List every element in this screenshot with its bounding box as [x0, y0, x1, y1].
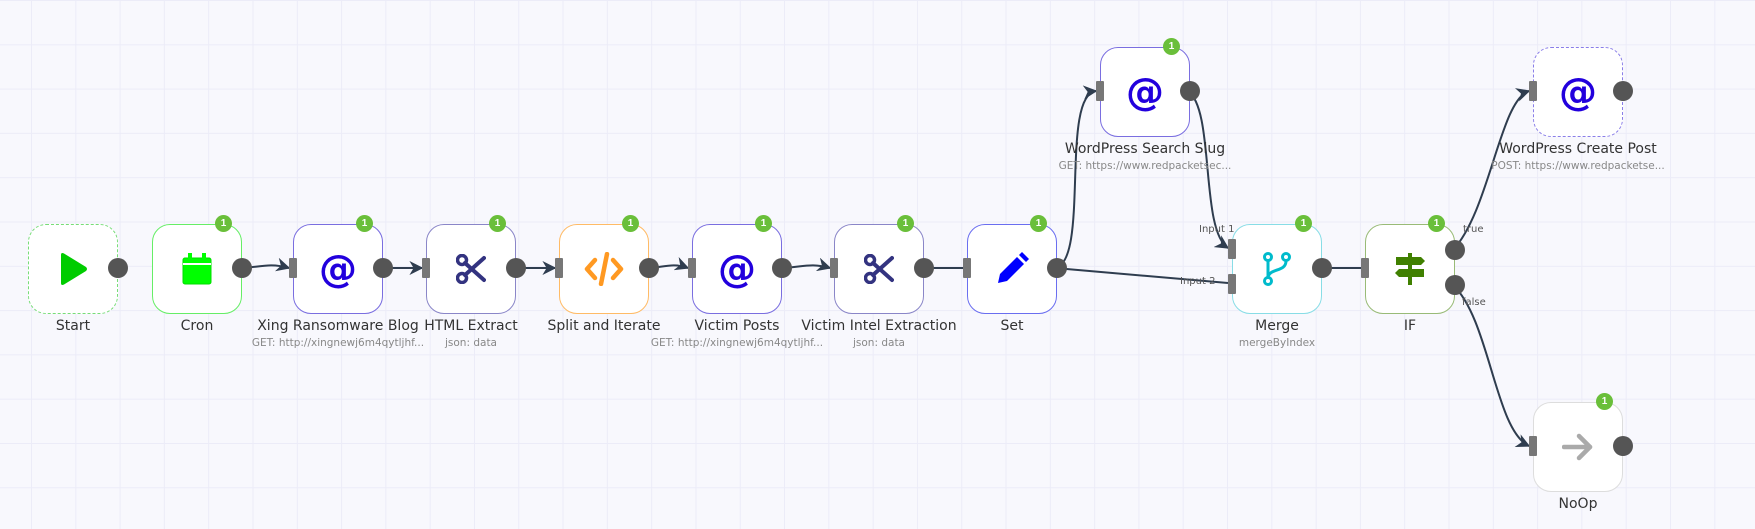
execution-count-badge: 1 [1295, 215, 1312, 232]
node-title: WordPress Create Post [1499, 141, 1657, 157]
execution-count-badge: 1 [489, 215, 506, 232]
output-port[interactable] [914, 258, 934, 278]
node-title: Set [1000, 318, 1024, 334]
execution-count-badge: 1 [356, 215, 373, 232]
input-port-2[interactable] [1228, 274, 1236, 294]
input-port[interactable] [830, 258, 838, 278]
execution-count-badge: 1 [622, 215, 639, 232]
input-port[interactable] [1361, 258, 1369, 278]
input-port[interactable] [422, 258, 430, 278]
node-subtitle: json: data [445, 337, 497, 349]
input-port[interactable] [1096, 81, 1104, 101]
node-noop[interactable]: 1 NoOp [1529, 393, 1633, 512]
signpost-icon [1390, 249, 1430, 289]
node-victim-posts[interactable]: @ 1 Victim Posts GET: http://xingnewj6m4… [651, 215, 823, 349]
merge-icon [1257, 249, 1297, 289]
execution-count-badge: 1 [1163, 38, 1180, 55]
node-subtitle: POST: https://www.redpacketse... [1491, 160, 1665, 172]
input-port[interactable] [1529, 436, 1537, 456]
input-port[interactable] [1529, 81, 1537, 101]
scissors-icon [451, 249, 491, 289]
true-label: true [1463, 224, 1484, 235]
input-port[interactable] [688, 258, 696, 278]
node-start[interactable]: Start [28, 224, 128, 334]
code-icon [584, 249, 624, 289]
node-subtitle: GET: https://www.redpacketsec... [1058, 160, 1232, 172]
input-port[interactable] [555, 258, 563, 278]
node-title: NoOp [1558, 496, 1598, 512]
pen-icon [992, 249, 1032, 289]
at-icon: @ [319, 247, 357, 291]
output-port[interactable] [108, 258, 128, 278]
at-icon: @ [1126, 70, 1164, 114]
output-port[interactable] [772, 258, 792, 278]
node-title: Start [55, 318, 91, 334]
output-port-false[interactable] [1445, 275, 1465, 295]
execution-count-badge: 1 [215, 215, 232, 232]
output-port[interactable] [1312, 258, 1332, 278]
node-victim-intel-extraction[interactable]: 1 Victim Intel Extraction json: data [801, 215, 957, 349]
input-port-1[interactable] [1228, 239, 1236, 259]
execution-count-badge: 1 [1428, 215, 1445, 232]
output-port-true[interactable] [1445, 240, 1465, 260]
node-title: Split and Iterate [547, 318, 661, 334]
node-set[interactable]: 1 Set [963, 215, 1067, 334]
execution-count-badge: 1 [897, 215, 914, 232]
node-title: Cron [180, 318, 214, 334]
node-xing-ransomware-blog[interactable]: @ 1 Xing Ransomware Blog GET: http://xin… [252, 215, 424, 349]
node-subtitle: mergeByIndex [1238, 337, 1316, 349]
output-port[interactable] [1613, 81, 1633, 101]
edge-if-false-noop[interactable] [1452, 284, 1531, 447]
arrow-right-icon [1558, 427, 1598, 467]
calendar-icon [177, 249, 217, 289]
output-port[interactable] [1613, 436, 1633, 456]
scissors-icon [859, 249, 899, 289]
node-title: IF [1403, 318, 1417, 334]
node-title: Victim Intel Extraction [801, 318, 957, 334]
execution-count-badge: 1 [1030, 215, 1047, 232]
input-2-label: Input 2 [1180, 276, 1216, 287]
output-port[interactable] [232, 258, 252, 278]
node-html-extract[interactable]: 1 HTML Extract json: data [422, 215, 526, 349]
execution-count-badge: 1 [1596, 393, 1613, 410]
output-port[interactable] [639, 258, 659, 278]
output-port[interactable] [373, 258, 393, 278]
node-title: Xing Ransomware Blog [257, 318, 419, 334]
output-port[interactable] [506, 258, 526, 278]
node-title: Merge [1255, 318, 1299, 334]
node-split-and-iterate[interactable]: 1 Split and Iterate [548, 215, 660, 334]
at-icon: @ [718, 247, 756, 291]
node-title: WordPress Search Slug [1064, 141, 1226, 157]
input-1-label: Input 1 [1199, 224, 1235, 235]
at-icon: @ [1559, 70, 1597, 114]
edge-set-wp-search[interactable] [1054, 85, 1098, 269]
node-title: Victim Posts [694, 318, 780, 334]
play-icon [53, 249, 93, 289]
input-port[interactable] [963, 258, 971, 278]
node-subtitle: GET: http://xingnewj6m4qytljhf... [251, 337, 425, 349]
node-cron[interactable]: 1 Cron [152, 215, 252, 334]
node-wordpress-search-slug[interactable]: @ 1 WordPress Search Slug GET: https://w… [1059, 38, 1231, 172]
node-merge[interactable]: 1 Input 1 Input 2 Merge mergeByIndex [1180, 215, 1332, 349]
execution-count-badge: 1 [755, 215, 772, 232]
node-subtitle: GET: http://xingnewj6m4qytljhf... [650, 337, 824, 349]
input-port[interactable] [289, 258, 297, 278]
node-wordpress-create-post[interactable]: @ WordPress Create Post POST: https://ww… [1491, 47, 1665, 172]
false-label: false [1462, 297, 1486, 308]
node-if[interactable]: 1 true false IF [1361, 215, 1486, 334]
node-title: HTML Extract [424, 318, 518, 334]
node-subtitle: json: data [853, 337, 905, 349]
output-port[interactable] [1047, 258, 1067, 278]
output-port[interactable] [1180, 81, 1200, 101]
